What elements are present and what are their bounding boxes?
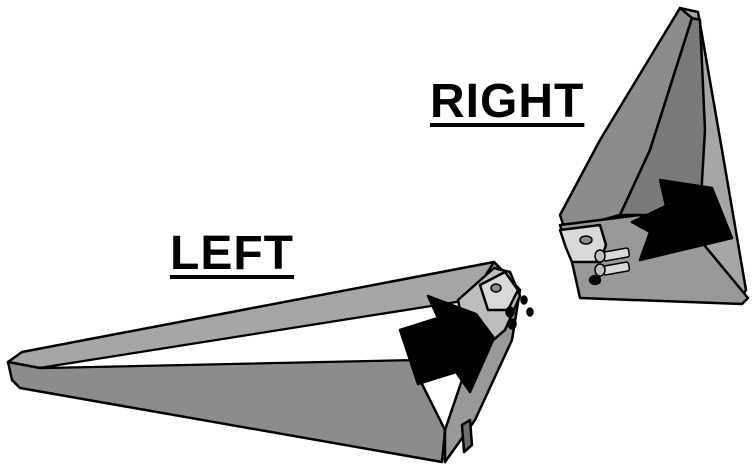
left-part <box>8 262 533 462</box>
right-part <box>560 8 748 304</box>
left-lower-panel <box>8 360 445 462</box>
right-nut <box>590 276 600 284</box>
right-bracket-hole <box>580 236 592 244</box>
left-label: LEFT <box>170 230 294 278</box>
left-bracket-hole <box>491 284 501 292</box>
right-label: RIGHT <box>430 78 584 126</box>
left-bottom-tab <box>462 420 472 452</box>
